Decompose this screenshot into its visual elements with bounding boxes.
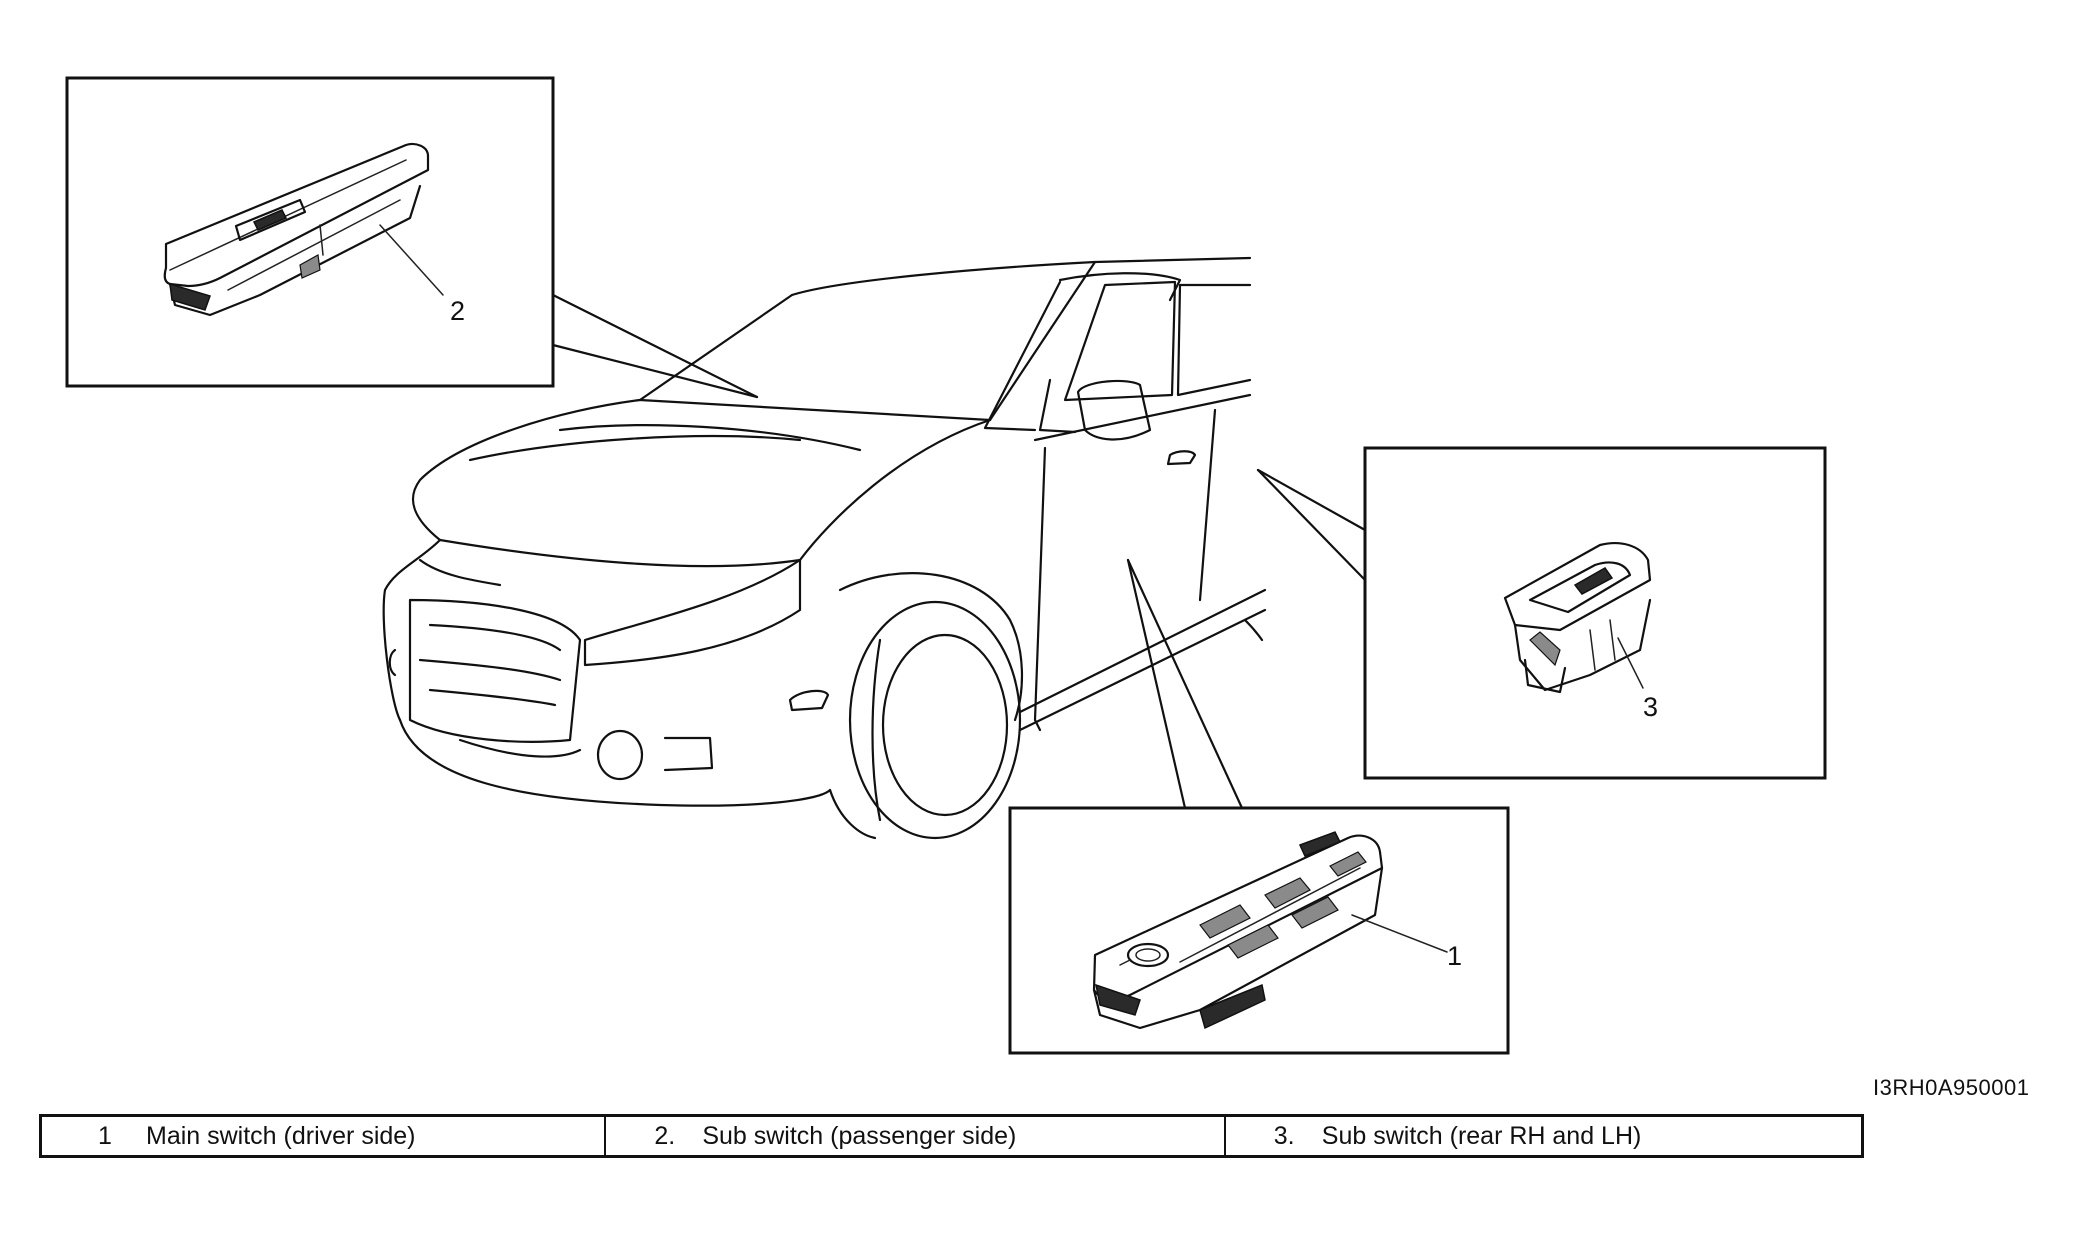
callout-3: 3 (1643, 692, 1658, 722)
callout-3-leader (1617, 637, 1644, 689)
legend-row: 1 Main switch (driver side) 2. Sub switch … (41, 1115, 1863, 1157)
legend-text: Sub switch (rear RH and LH) (1321, 1121, 1642, 1150)
leader-lines (551, 293, 1367, 810)
legend-text: Main switch (driver side) (146, 1121, 416, 1150)
callout-1: 1 (1447, 941, 1462, 971)
main-switch-driver-drawing (1092, 831, 1384, 1030)
detail-box-main-switch: 1 (1008, 806, 1510, 1055)
sub-switch-rear-drawing (1503, 542, 1652, 694)
legend-cell-3: 3. Sub switch (rear RH and LH) (1223, 1115, 1863, 1157)
legend-table: 1 Main switch (driver side) 2. Sub switch … (39, 1114, 1864, 1158)
legend-cell-2: 2. Sub switch (passenger side) (604, 1115, 1225, 1157)
callout-2-leader (379, 224, 444, 296)
sub-switch-passenger-drawing (163, 142, 430, 317)
car-illustration (382, 256, 1267, 840)
legend-text: Sub switch (passenger side) (702, 1121, 1017, 1150)
legend-number: 2. (654, 1121, 676, 1150)
callout-1-leader (1351, 914, 1448, 953)
detail-box-passenger-switch: 2 (65, 76, 555, 388)
legend-cell-1: 1 Main switch (driver side) (41, 1116, 606, 1157)
callout-2: 2 (450, 296, 465, 326)
figure-code: I3RH0A950001 (1873, 1075, 2030, 1100)
detail-box-rear-switch: 3 (1363, 446, 1827, 780)
legend-number: 3. (1273, 1121, 1295, 1150)
legend-number: 1 (98, 1121, 112, 1150)
